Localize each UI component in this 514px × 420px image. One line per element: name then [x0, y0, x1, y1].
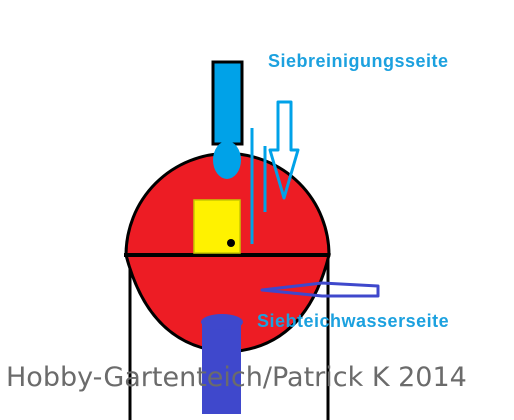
sieve-box-dot	[227, 239, 235, 247]
sieve-box	[193, 199, 241, 254]
sieve-cleaning-side-label: Siebreinigungsseite	[268, 51, 449, 71]
pond-water-side-label: Siebteichwasserseite	[257, 311, 450, 331]
down-arrow-icon	[268, 100, 300, 200]
left-arrow-icon	[260, 281, 380, 298]
watermark-text: Hobby-Gartenteich/Patrick K 2014	[6, 362, 467, 393]
inlet-pipe	[211, 60, 244, 146]
outlet-pipe	[202, 320, 241, 414]
inlet-pipe-opening	[213, 141, 241, 179]
outlet-pipe-opening	[201, 314, 243, 330]
